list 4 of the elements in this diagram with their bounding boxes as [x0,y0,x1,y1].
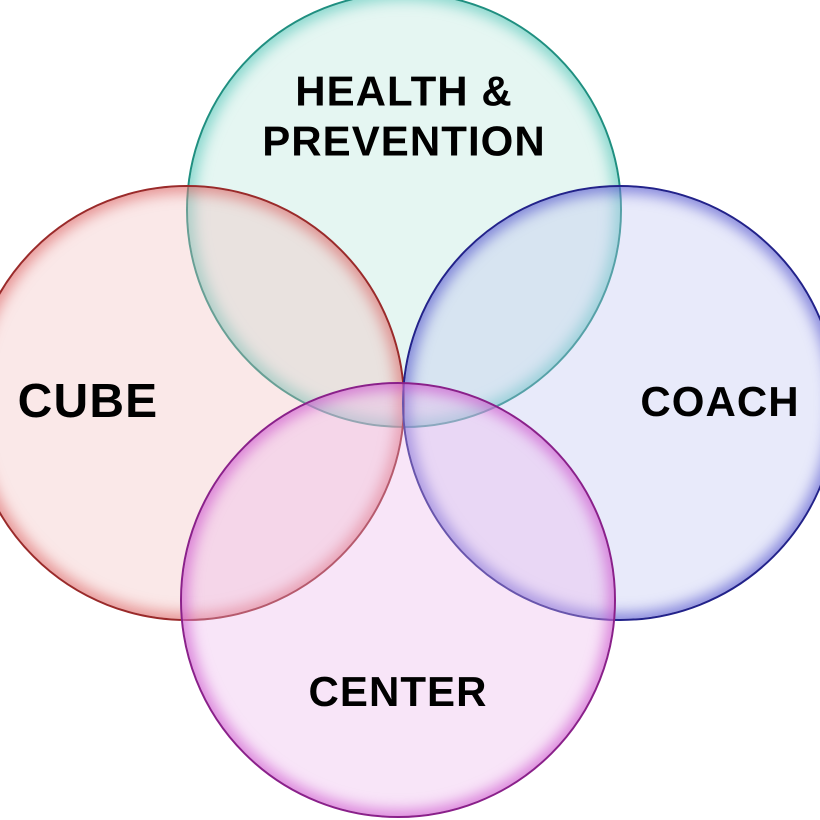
circle-label: CUBE [16,374,160,430]
circle-label: COACH [639,376,801,427]
circle-label: HEALTH & PREVENTION [261,66,547,167]
circle-label: CENTER [308,666,488,717]
